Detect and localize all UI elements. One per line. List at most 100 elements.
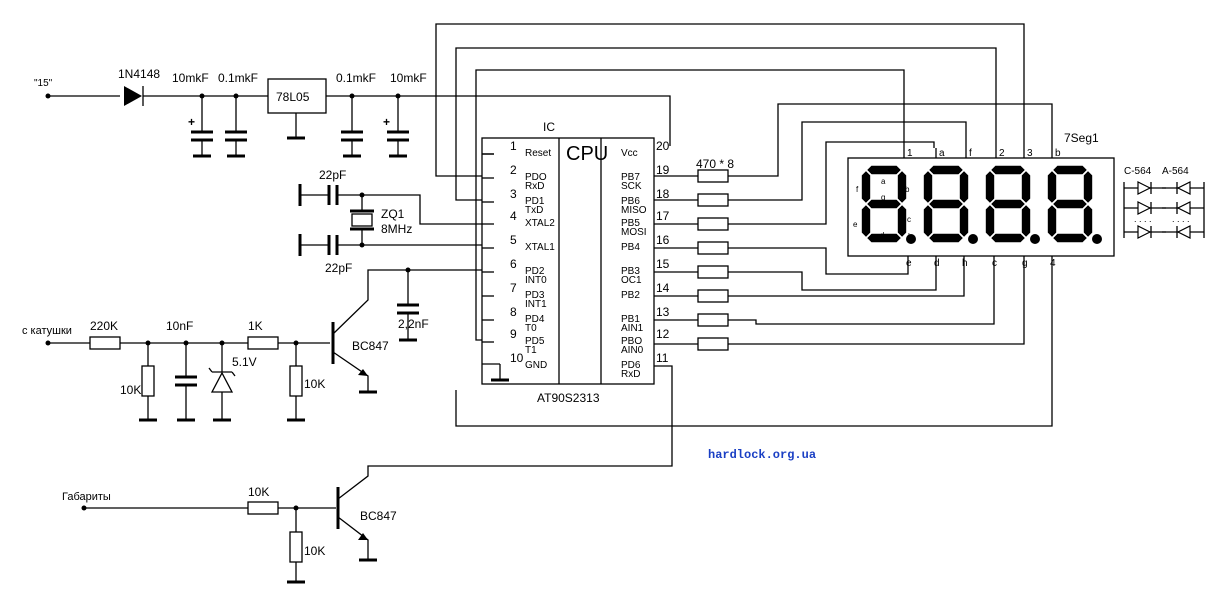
cap-c1-label: 10mkF	[172, 71, 209, 85]
display-bottom-pin: e	[906, 258, 912, 269]
pin-alt-name: T0	[525, 323, 537, 334]
digit-2	[922, 164, 978, 244]
capacitor-c3: 0.1mkF	[336, 71, 376, 158]
pin-name: PD6	[621, 360, 641, 371]
ic-ref: IC	[543, 120, 555, 134]
pin-name: Reset	[525, 148, 551, 159]
coil-r2-label: 10K	[120, 383, 141, 397]
pin-alt-name: INT0	[525, 275, 547, 286]
pin-number: 10	[510, 351, 524, 365]
array-resistor	[654, 256, 995, 327]
regulator-label: 78L05	[276, 90, 310, 104]
coil-cap-label: 10nF	[166, 319, 193, 333]
pin-name: PD3	[525, 290, 545, 301]
capacitor-c4: + 10mkF	[383, 71, 427, 158]
display-bottom-pin: h	[962, 258, 968, 269]
display-bottom-pin: g	[1022, 258, 1028, 269]
pin-number: 7	[510, 281, 517, 295]
pin-name: PB3	[621, 266, 640, 277]
digit-4	[1046, 164, 1102, 244]
pin-alt-name: INT1	[525, 299, 547, 310]
ic-pins: 1Reset2PDORxD3PD1TxD4XTAL25XTAL16PD2INT0…	[482, 139, 670, 380]
seg-letter-a: a	[881, 177, 886, 186]
display-top-pin: a	[939, 148, 945, 159]
power-input-label: "15"	[34, 78, 53, 89]
coil-input-circuit: с катушки 220K 10K 10nF 5.1V 1K 10K	[22, 267, 482, 422]
coil-cap2-label: 2,2nF	[398, 317, 429, 331]
pin-number: 18	[656, 187, 670, 201]
pin-number: 1	[510, 139, 517, 153]
display-bottom-pin: 4	[1050, 258, 1056, 269]
pin-number: 17	[656, 209, 670, 223]
lights-r2-label: 10K	[304, 544, 325, 558]
diode-label: 1N4148	[118, 67, 160, 81]
lights-input-label: Габариты	[62, 491, 111, 503]
diode-1n4148: 1N4148	[118, 67, 160, 106]
pin-number: 16	[656, 233, 670, 247]
capacitor-c1: + 10mkF	[172, 71, 213, 158]
coil-r4-label: 10K	[304, 377, 325, 391]
cap-c3-label: 0.1mkF	[336, 71, 376, 85]
pin-alt-name: RxD	[525, 181, 544, 192]
svg-text:. . . .: . . . .	[1134, 214, 1152, 224]
cap-c2-label: 0.1mkF	[218, 71, 258, 85]
svg-text:+: +	[383, 115, 390, 129]
pin-name: PB1	[621, 314, 640, 325]
coil-r1-label: 220K	[90, 319, 118, 333]
pin-alt-name: SCK	[621, 181, 642, 192]
pin-number: 3	[510, 187, 517, 201]
display-digits	[860, 164, 1102, 244]
pin-name: PB7	[621, 172, 640, 183]
array-resistor	[654, 256, 1025, 351]
display-ref: 7Seg1	[1064, 131, 1099, 145]
seg-letter-c: c	[907, 215, 911, 224]
resistor-array: 470 * 8	[654, 103, 1053, 351]
loop-wires	[435, 23, 1025, 341]
capacitor-c2: 0.1mkF	[218, 71, 258, 158]
array-resistor	[654, 256, 937, 291]
pin-name: PD4	[525, 314, 545, 325]
pin-number: 15	[656, 257, 670, 271]
pin-number: 2	[510, 163, 517, 177]
pin-name: PD1	[525, 196, 545, 207]
display-bottom-pin: d	[934, 258, 940, 269]
pin-alt-name: RxD	[621, 369, 640, 380]
resistor-array-label: 470 * 8	[696, 157, 734, 171]
pin-name: PB5	[621, 218, 640, 229]
display-top-pin: 2	[999, 148, 1005, 159]
svg-text:+: +	[188, 115, 195, 129]
zener-label: 5.1V	[232, 355, 257, 369]
coil-r3-label: 1K	[248, 319, 263, 333]
crystal-cap-top-label: 22pF	[319, 168, 346, 182]
seg-letter-b: b	[905, 185, 910, 194]
crystal-cap-bottom-label: 22pF	[325, 261, 352, 275]
site-url[interactable]: hardlock.org.ua	[708, 448, 816, 462]
pin-name: PDO	[525, 172, 547, 183]
lights-input-circuit: Габариты 10K 10K BC847	[62, 365, 673, 584]
pin-alt-name: MOSI	[621, 227, 647, 238]
pin-name: PB6	[621, 196, 640, 207]
digit-1	[860, 164, 916, 244]
cap-c4-label: 10mkF	[390, 71, 427, 85]
pin-alt-name: AIN1	[621, 323, 644, 334]
type-common-anode: A-564	[1162, 166, 1189, 177]
pin-number: 11	[656, 351, 669, 365]
power-supply: "15" 1N4148 + 10mkF 0.1mkF	[34, 67, 671, 158]
pin-alt-name: TxD	[525, 205, 543, 216]
